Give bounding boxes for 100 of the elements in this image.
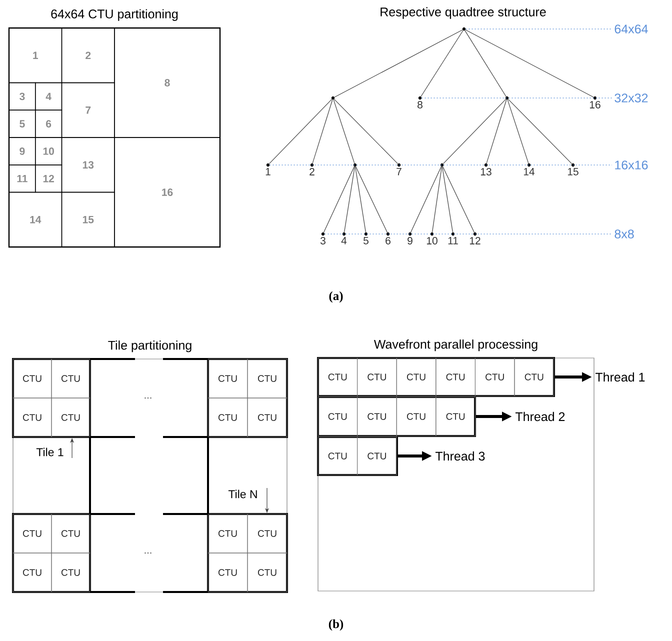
level-label: 64x64 [614, 24, 648, 34]
tree-branch [334, 30, 463, 98]
tree-branch [442, 99, 506, 164]
node-label: 15 [568, 168, 578, 176]
node-label: 8 [418, 101, 422, 108]
tree-branch [465, 30, 594, 98]
tree-branch [508, 99, 572, 164]
level-label: 32x32 [614, 94, 648, 102]
node-label: 7 [396, 168, 402, 176]
node-label: 9 [408, 237, 412, 244]
ctu-cell: CTU [318, 396, 358, 436]
tree-branch [344, 166, 356, 233]
ctu-cell: CTU [247, 514, 288, 554]
node-label: 6 [386, 237, 390, 244]
guide-line [465, 28, 612, 30]
tree-branch [312, 99, 333, 164]
node-label: Wavefront parallel processing [374, 340, 538, 352]
partition-cell: 5 [8, 110, 36, 138]
tree-node: 13 [480, 163, 492, 176]
tree-node: 11 [448, 232, 458, 244]
tree-branch [334, 99, 398, 164]
tree-node: 1 [266, 163, 270, 176]
tree-node: 9 [408, 232, 412, 244]
ctu-cell: CTU [12, 552, 52, 592]
node-label: 12 [470, 237, 480, 244]
ellipsis: ... [144, 552, 152, 554]
ctu-cell: CTU [12, 398, 52, 438]
tree-node: 16 [590, 96, 600, 108]
ctu-cell: CTU [436, 396, 476, 436]
tile-box [12, 358, 91, 438]
tree-node [462, 27, 466, 31]
ctu-cell: CTU [12, 514, 52, 554]
partition-cell: 12 [35, 164, 62, 193]
ctu-cell: CTU [396, 396, 436, 436]
ctu-cell: CTU [318, 358, 358, 396]
tree-node: 15 [568, 163, 578, 176]
tree-node: 5 [364, 232, 368, 244]
thread-row-box [317, 436, 398, 476]
node-label: 11 [448, 237, 458, 244]
partition-cell: 11 [8, 164, 36, 193]
node-label: 3 [320, 237, 326, 244]
level-label: 8x8 [614, 230, 634, 238]
tree-branch [420, 30, 464, 97]
ctu-cell: CTU [208, 398, 248, 438]
partition-cell: 8 [114, 28, 220, 138]
tree-branch [464, 30, 506, 97]
ctu-cell: CTU [51, 514, 90, 554]
node-label: 1 [266, 168, 270, 176]
tree-node [331, 96, 335, 100]
partition-cell: 7 [61, 82, 115, 138]
tree-branch [268, 99, 332, 164]
tree-branch [486, 99, 507, 164]
ctu-cell: CTU [51, 552, 90, 592]
tree-branch [355, 166, 366, 233]
tree-node: 14 [524, 163, 535, 176]
thread-row-box [317, 357, 555, 397]
node-label: 10 [426, 237, 438, 244]
thread-label: Thread 2 [515, 412, 565, 422]
tree-branch [333, 99, 355, 164]
node-label: 14 [524, 168, 535, 176]
ctu-cell: CTU [208, 552, 248, 592]
ctu-cell: CTU [357, 358, 397, 396]
partition-cell: 6 [35, 110, 62, 138]
tree-node: 10 [426, 232, 438, 244]
ctu-cell: CTU [318, 436, 358, 476]
node-label: Tile partitioning [108, 340, 192, 352]
partition-cell: 10 [35, 137, 62, 166]
ctu-cell: CTU [436, 358, 476, 396]
tree-node [505, 96, 509, 100]
tree-node: 6 [386, 232, 390, 244]
tree-node: 2 [310, 163, 314, 176]
node-label: 64x64 CTU partitioning [51, 9, 178, 21]
partition-cell: 13 [61, 137, 115, 193]
tree-node: 3 [320, 232, 326, 244]
node-label: 4 [341, 237, 347, 244]
ctu-cell: CTU [396, 358, 436, 396]
tile-box [12, 513, 91, 593]
ctu-cell: CTU [514, 358, 554, 396]
node-label: 16 [590, 101, 600, 108]
node-label: 13 [480, 168, 492, 176]
thread-label: Thread 3 [435, 451, 485, 461]
partition-cell: 4 [35, 82, 62, 110]
tree-branch [355, 166, 388, 233]
partition-cell: 9 [8, 137, 36, 166]
ctu-cell: CTU [51, 358, 90, 398]
thread-row-box [317, 396, 476, 437]
thread-label: Thread 1 [596, 372, 645, 382]
tree-node: 4 [341, 232, 347, 244]
guide-line [269, 164, 612, 166]
ctu-cell: CTU [208, 514, 248, 554]
tree-node: 12 [470, 232, 480, 244]
ctu-cell: CTU [51, 398, 90, 438]
tree-branch [442, 166, 475, 233]
panel-title: Respective quadtree structure [380, 7, 546, 19]
ctu-cell: CTU [247, 398, 288, 438]
tree-node [440, 163, 444, 167]
tile-label: Tile N [228, 490, 257, 498]
tree-branch [410, 166, 442, 233]
tile-label: Tile 1 [36, 448, 64, 456]
ctu-cell: CTU [474, 358, 515, 396]
